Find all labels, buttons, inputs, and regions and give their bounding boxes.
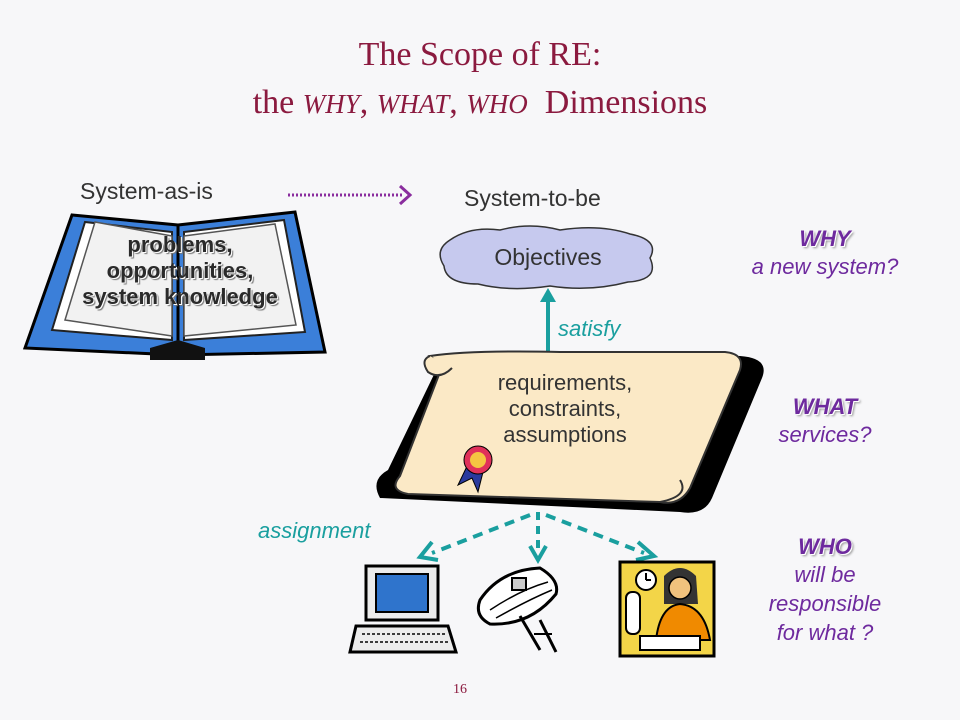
- what-text: services?: [778, 422, 872, 447]
- satisfy-label: satisfy: [558, 316, 621, 341]
- objectives-label: Objectives: [494, 244, 602, 270]
- assignment-arrows: [416, 512, 659, 565]
- book-text: problems, opportunities, system knowledg…: [50, 232, 310, 310]
- title-who: WHO: [466, 89, 528, 119]
- ribbon-icon: [456, 445, 493, 494]
- why-heading: WHY: [799, 226, 851, 251]
- title-what: WHAT: [376, 89, 450, 119]
- who-text-line: responsible: [768, 591, 882, 616]
- title-prefix: the: [252, 84, 303, 121]
- system-to-be-label: System-to-be: [464, 185, 601, 211]
- why-box: WHY a new system?: [712, 226, 938, 281]
- slide-title-line2: the WHY, WHAT, WHO Dimensions: [0, 84, 960, 122]
- title-suffix: Dimensions: [527, 84, 708, 121]
- system-as-is-label: System-as-is: [80, 178, 213, 204]
- book-icon: [22, 210, 327, 360]
- title-sep: ,: [359, 84, 377, 121]
- scroll-text-line: requirements,: [497, 370, 633, 395]
- who-text-line: for what ?: [776, 620, 874, 645]
- scroll-text-line: constraints,: [508, 396, 622, 421]
- satellite-dish-icon: [476, 566, 559, 653]
- slide-title-line1: The Scope of RE:: [358, 36, 602, 73]
- assignment-label: assignment: [258, 518, 371, 543]
- what-heading: WHAT: [792, 394, 858, 419]
- who-heading: WHO: [798, 534, 852, 559]
- title-why: WHY: [302, 89, 360, 119]
- who-text-line: will be: [794, 562, 856, 587]
- computer-icon: [348, 564, 459, 654]
- scroll-text: requirements, constraints, assumptions: [470, 370, 660, 448]
- scroll-text-line: assumptions: [503, 422, 627, 447]
- what-box: WHAT services?: [712, 394, 938, 449]
- who-box: WHO will be responsible for what ?: [712, 534, 938, 647]
- title-sep: ,: [449, 84, 467, 121]
- transition-arrow: [288, 184, 413, 206]
- book-text-line: problems,: [127, 232, 233, 257]
- book-text-line: opportunities,: [106, 258, 254, 283]
- person-at-desk-icon: [618, 560, 716, 658]
- why-text: a new system?: [751, 254, 899, 279]
- book-text-line: system knowledge: [82, 284, 278, 309]
- page-number: 16: [453, 682, 467, 697]
- cloud-icon: [439, 225, 654, 290]
